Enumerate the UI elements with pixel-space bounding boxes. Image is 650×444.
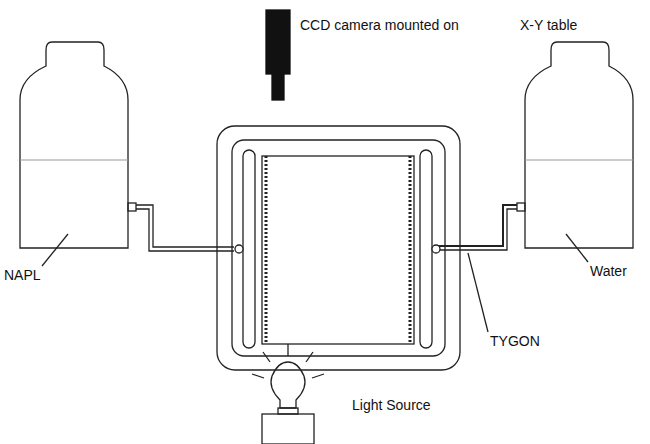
table-label: X-Y table xyxy=(520,18,577,33)
part-label: Water xyxy=(590,264,627,279)
tube-label: TYGON xyxy=(490,334,540,349)
part-label: NAPL xyxy=(4,268,41,283)
part-label: Light Source xyxy=(352,398,431,413)
camera-label: CCD camera mounted on xyxy=(300,18,459,33)
